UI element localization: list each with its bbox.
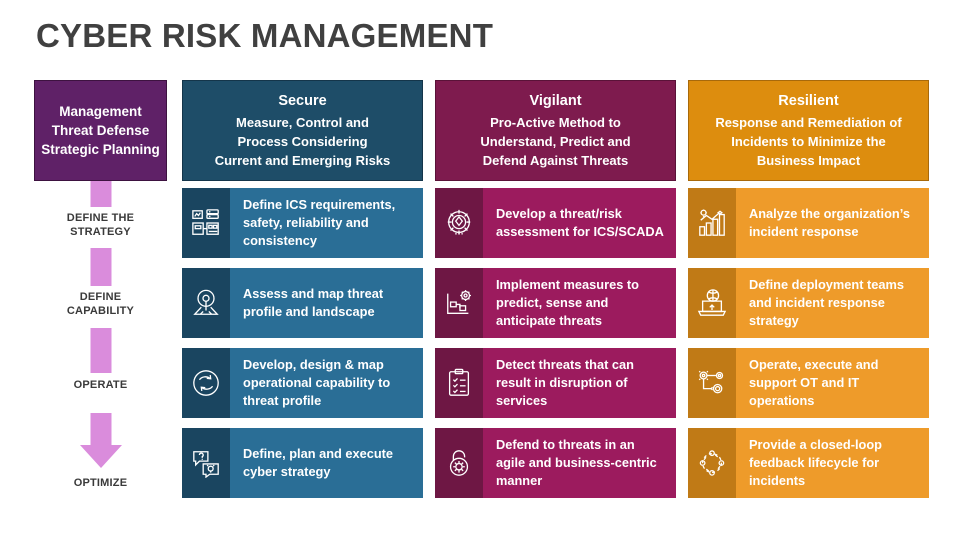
secure-header-box[interactable]: Secure Measure, Control and Process Cons… bbox=[182, 80, 423, 181]
stage-1-line-1: DEFINE THE bbox=[66, 212, 135, 224]
factory-server-icon bbox=[182, 188, 230, 258]
resilient-subtitle-line-2: Incidents to Minimize the bbox=[731, 133, 886, 149]
closed-loop-icon bbox=[688, 428, 736, 498]
secure-subtitle-line-2: Process Considering bbox=[237, 133, 368, 149]
resilient-row-2[interactable]: Define deployment teams and incident res… bbox=[688, 268, 929, 338]
vigilant-title: Vigilant bbox=[529, 92, 582, 109]
stage-label-define-the-strategy: DEFINE THE STRATEGY bbox=[34, 211, 167, 239]
resilient-row-3[interactable]: Operate, execute and support OT and IT o… bbox=[688, 348, 929, 418]
padlock-gear-icon bbox=[435, 428, 483, 498]
resilient-row-4[interactable]: Provide a closed-loop feedback lifecycle… bbox=[688, 428, 929, 498]
secure-row-3-text: Develop, design & map operational capabi… bbox=[230, 348, 423, 418]
resilient-header-box[interactable]: Resilient Response and Remediation of In… bbox=[688, 80, 929, 181]
management-line-1: Management bbox=[59, 104, 142, 119]
vigilant-row-2[interactable]: Implement measures to predict, sense and… bbox=[435, 268, 676, 338]
secure-row-1-text: Define ICS requirements, safety, reliabi… bbox=[230, 188, 423, 258]
arrow-head-icon bbox=[79, 445, 122, 468]
resilient-row-3-text: Operate, execute and support OT and IT o… bbox=[736, 348, 929, 418]
vigilant-subtitle-line-2: Understand, Predict and bbox=[480, 133, 631, 149]
bar-chart-gear-icon bbox=[688, 188, 736, 258]
resilient-subtitle-line-1: Response and Remediation of bbox=[715, 114, 902, 130]
vigilant-row-1-text: Develop a threat/risk assessment for ICS… bbox=[483, 188, 676, 258]
stage-label-define-capability: DEFINE CAPABILITY bbox=[34, 290, 167, 318]
stage-label-operate: OPERATE bbox=[34, 378, 167, 392]
arrow-segment-1 bbox=[90, 181, 111, 207]
secure-row-4[interactable]: Define, plan and execute cyber strategy bbox=[182, 428, 423, 498]
vigilant-row-3-text: Detect threats that can result in disrup… bbox=[483, 348, 676, 418]
management-line-2: Threat Defense bbox=[51, 123, 150, 138]
stage-arrow-column: DEFINE THE STRATEGY DEFINE CAPABILITY OP… bbox=[34, 181, 167, 501]
arrow-segment-4 bbox=[90, 413, 111, 445]
clipboard-checklist-icon bbox=[435, 348, 483, 418]
management-line-3: Strategic Planning bbox=[41, 142, 160, 157]
question-idea-icon bbox=[182, 428, 230, 498]
secure-row-2[interactable]: Assess and map threat profile and landsc… bbox=[182, 268, 423, 338]
resilient-row-2-text: Define deployment teams and incident res… bbox=[736, 268, 929, 338]
resilient-row-1[interactable]: Analyze the organization’s incident resp… bbox=[688, 188, 929, 258]
radar-target-icon bbox=[435, 188, 483, 258]
vigilant-row-2-text: Implement measures to predict, sense and… bbox=[483, 268, 676, 338]
stage-2-line-1: DEFINE bbox=[79, 291, 122, 303]
arrow-segment-3 bbox=[90, 328, 111, 373]
stage-label-optimize: OPTIMIZE bbox=[34, 476, 167, 490]
laptop-deploy-icon bbox=[688, 268, 736, 338]
secure-subtitle-line-3: Current and Emerging Risks bbox=[214, 152, 391, 168]
vigilant-row-3[interactable]: Detect threats that can result in disrup… bbox=[435, 348, 676, 418]
page-title: CYBER RISK MANAGEMENT bbox=[36, 17, 494, 54]
vigilant-row-4-text: Defend to threats in an agile and busine… bbox=[483, 428, 676, 498]
stage-1-line-2: STRATEGY bbox=[70, 226, 131, 238]
secure-title: Secure bbox=[278, 92, 327, 109]
stage-3-line-1: OPERATE bbox=[73, 379, 128, 391]
secure-row-1[interactable]: Define ICS requirements, safety, reliabi… bbox=[182, 188, 423, 258]
resilient-row-4-text: Provide a closed-loop feedback lifecycle… bbox=[736, 428, 929, 498]
arrow-segment-2 bbox=[90, 248, 111, 286]
map-pin-icon bbox=[182, 268, 230, 338]
secure-subtitle-line-1: Measure, Control and bbox=[236, 114, 369, 130]
resilient-subtitle-line-3: Business Impact bbox=[756, 152, 861, 168]
stage-4-line-1: OPTIMIZE bbox=[73, 477, 128, 489]
secure-row-4-text: Define, plan and execute cyber strategy bbox=[230, 428, 423, 498]
blueprint-gear-icon bbox=[435, 268, 483, 338]
node-network-icon bbox=[688, 348, 736, 418]
stage-2-line-2: CAPABILITY bbox=[66, 305, 135, 317]
vigilant-row-1[interactable]: Develop a threat/risk assessment for ICS… bbox=[435, 188, 676, 258]
management-header-box[interactable]: Management Threat Defense Strategic Plan… bbox=[34, 80, 167, 181]
resilient-row-1-text: Analyze the organization’s incident resp… bbox=[736, 188, 929, 258]
vigilant-row-4[interactable]: Defend to threats in an agile and busine… bbox=[435, 428, 676, 498]
vigilant-header-box[interactable]: Vigilant Pro-Active Method to Understand… bbox=[435, 80, 676, 181]
secure-row-2-text: Assess and map threat profile and landsc… bbox=[230, 268, 423, 338]
vigilant-subtitle-line-1: Pro-Active Method to bbox=[490, 114, 621, 130]
resilient-title: Resilient bbox=[778, 92, 839, 109]
cycle-arrows-icon bbox=[182, 348, 230, 418]
secure-row-3[interactable]: Develop, design & map operational capabi… bbox=[182, 348, 423, 418]
vigilant-subtitle-line-3: Defend Against Threats bbox=[482, 152, 629, 168]
